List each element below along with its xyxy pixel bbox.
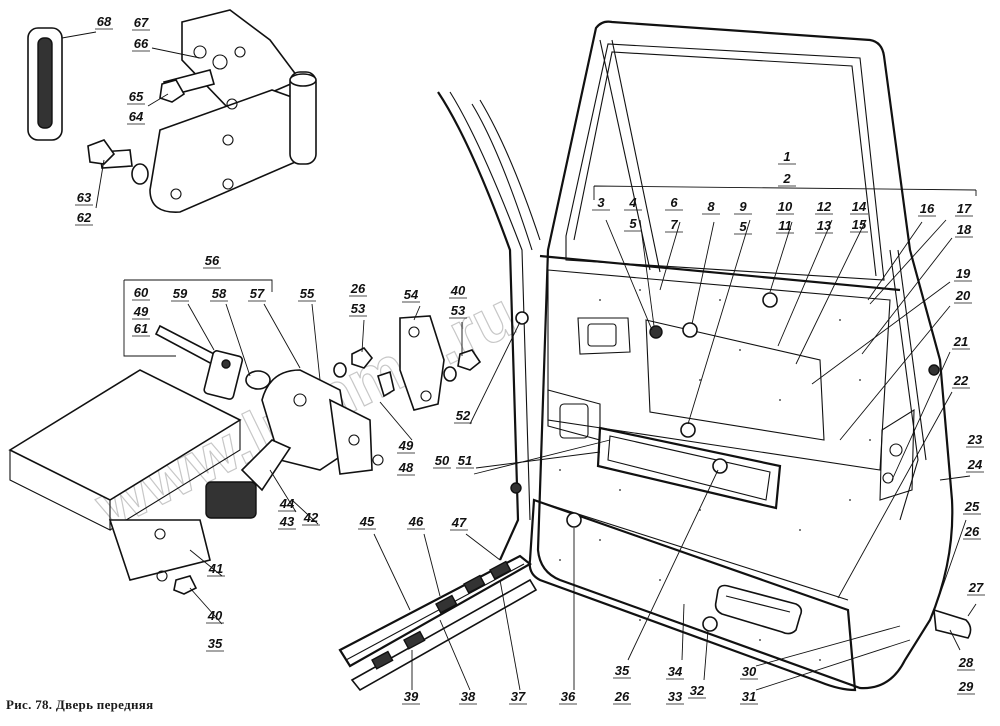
callout-27: 27 (968, 580, 984, 595)
callout-18: 18 (957, 222, 972, 237)
callout-2: 2 (782, 171, 791, 186)
callout-64: 64 (129, 109, 144, 124)
callout-26: 26 (964, 524, 980, 539)
callout-13: 13 (817, 218, 832, 233)
callout-43: 43 (279, 514, 295, 529)
callout-63: 63 (77, 190, 92, 205)
callout-30: 30 (742, 664, 757, 679)
callout-37: 37 (511, 689, 526, 704)
callout-66: 66 (134, 36, 149, 51)
callout-45: 45 (359, 514, 375, 529)
door-hinge (87, 9, 317, 213)
callout-38: 38 (461, 689, 476, 704)
callout-28: 28 (958, 655, 974, 670)
callout-51: 51 (458, 453, 472, 468)
callout-5: 5 (739, 219, 747, 234)
callout-65: 65 (129, 89, 144, 104)
callout-15: 15 (852, 217, 867, 232)
callout-52: 52 (456, 408, 471, 423)
callout-12: 12 (817, 199, 832, 214)
callout-61: 61 (134, 321, 148, 336)
callout-26: 26 (614, 689, 630, 704)
door-check-grommet (27, 27, 63, 141)
callout-17: 17 (957, 201, 972, 216)
lock-mounting-plate (8, 369, 242, 581)
callout-9: 9 (739, 199, 747, 214)
callout-1: 1 (783, 149, 790, 164)
callout-49: 49 (398, 438, 414, 453)
lock-mechanism (154, 315, 482, 595)
callout-23: 23 (967, 432, 983, 447)
callout-60: 60 (134, 285, 149, 300)
callout-68: 68 (97, 14, 112, 29)
leader-lines (61, 31, 977, 691)
callout-10: 10 (778, 199, 793, 214)
callout-35: 35 (615, 663, 630, 678)
callout-48: 48 (398, 460, 414, 475)
callout-8: 8 (707, 199, 715, 214)
door-assembly (528, 20, 972, 692)
callout-26: 26 (350, 281, 366, 296)
callout-56: 56 (205, 253, 220, 268)
callout-4: 4 (628, 195, 637, 210)
callout-32: 32 (690, 683, 705, 698)
callout-20: 20 (955, 288, 971, 303)
callout-35: 35 (208, 636, 223, 651)
callout-29: 29 (958, 679, 974, 694)
callout-34: 34 (668, 664, 683, 679)
body-pillar-and-sill (338, 91, 541, 692)
callout-59: 59 (173, 286, 188, 301)
callout-46: 46 (408, 514, 424, 529)
callout-33: 33 (668, 689, 683, 704)
callout-47: 47 (451, 515, 467, 530)
callout-44: 44 (279, 496, 295, 511)
callout-53: 53 (451, 303, 466, 318)
callout-40: 40 (450, 283, 466, 298)
callout-22: 22 (953, 373, 969, 388)
callout-53: 53 (351, 301, 366, 316)
callout-57: 57 (250, 286, 265, 301)
callout-5: 5 (629, 216, 637, 231)
callout-3: 3 (597, 195, 605, 210)
callout-40: 40 (207, 608, 223, 623)
callout-19: 19 (956, 266, 971, 281)
callout-58: 58 (212, 286, 227, 301)
callout-6: 6 (670, 195, 678, 210)
callout-11: 11 (778, 218, 792, 233)
callout-31: 31 (742, 689, 756, 704)
figure-caption: Рис. 78. Дверь передняя (6, 697, 154, 712)
callout-67: 67 (134, 15, 149, 30)
callout-24: 24 (967, 457, 983, 472)
callout-54: 54 (404, 287, 419, 302)
callout-42: 42 (303, 510, 319, 525)
callout-55: 55 (300, 286, 315, 301)
callout-25: 25 (964, 499, 980, 514)
callout-39: 39 (404, 689, 419, 704)
callout-62: 62 (77, 210, 92, 225)
callout-21: 21 (953, 334, 968, 349)
callout-41: 41 (208, 561, 223, 576)
callout-16: 16 (920, 201, 935, 216)
callout-50: 50 (435, 453, 450, 468)
callout-14: 14 (852, 199, 867, 214)
callout-7: 7 (670, 217, 678, 232)
callout-49: 49 (133, 304, 149, 319)
callout-36: 36 (561, 689, 576, 704)
